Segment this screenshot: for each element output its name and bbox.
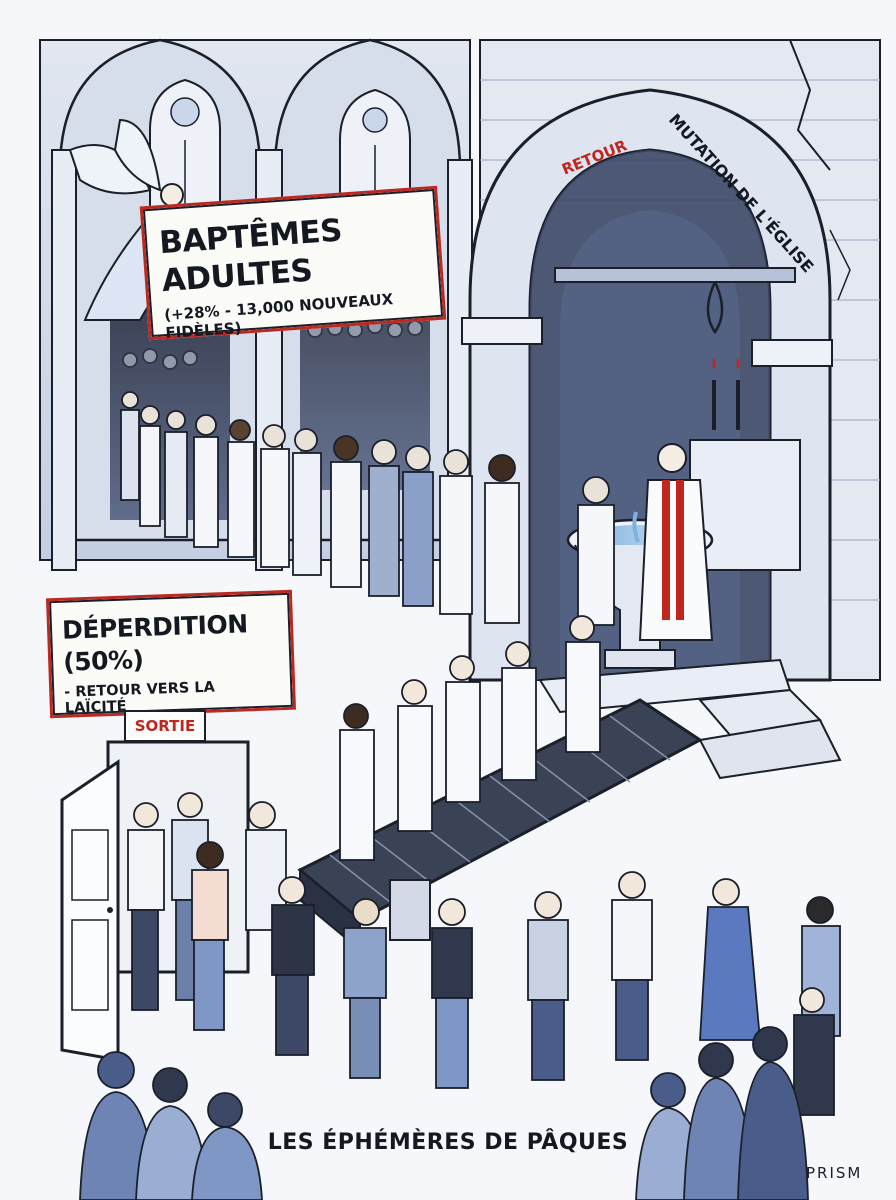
- baptism-queue: [120, 318, 615, 626]
- altar-steps: [538, 658, 842, 780]
- departing-crowd: [127, 792, 841, 1116]
- attrition-sign-title: DÉPERDITION (50%): [61, 609, 249, 677]
- priest: [638, 443, 714, 641]
- baptism-sign-title: BAPTÊMES ADULTES: [158, 212, 344, 300]
- exit-sign: SORTIE: [124, 710, 206, 742]
- baptism-sign: BAPTÊMES ADULTES (+28% - 13,000 NOUVEAUX…: [139, 185, 447, 342]
- caption: LES ÉPHÉMÈRES DE PÂQUES: [267, 1130, 629, 1155]
- foreground-audience: [79, 1026, 809, 1200]
- belt-riders: [339, 615, 601, 861]
- artist-signature: PRISM: [806, 1164, 863, 1182]
- attrition-sign: DÉPERDITION (50%) - RETOUR VERS LA LAÏCI…: [45, 589, 297, 719]
